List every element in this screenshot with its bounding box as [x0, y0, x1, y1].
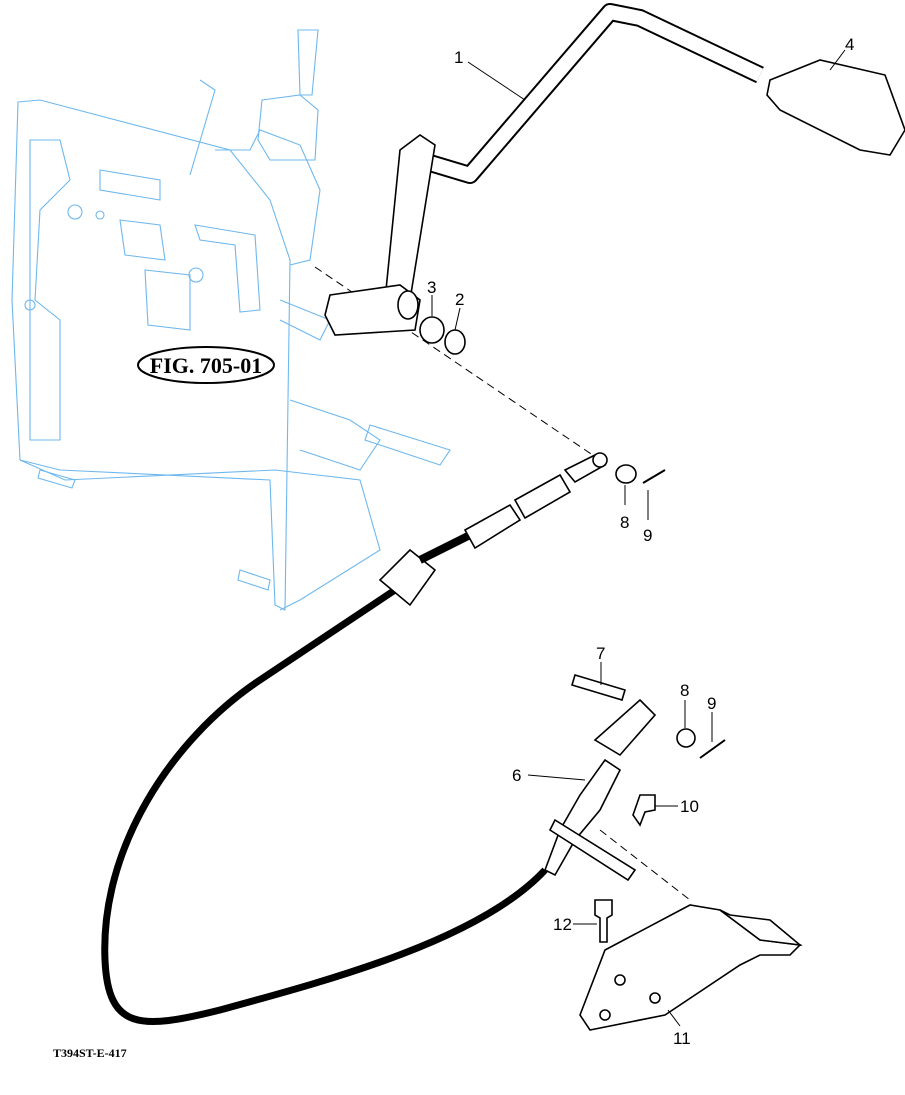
- pedal-frame-assembly: [11, 29, 451, 611]
- cotter-pin-part-9: [642, 469, 666, 484]
- clip-part-2: [444, 329, 466, 355]
- figure-reference-link[interactable]: FIG. 705-01: [137, 346, 275, 384]
- washer-part-3: [419, 316, 445, 344]
- callout-9: 9: [643, 526, 652, 545]
- callout-4: 4: [845, 35, 854, 54]
- callout-3: 3: [427, 278, 436, 297]
- callout-2: 2: [455, 290, 464, 309]
- washer-part-8: [615, 464, 637, 484]
- callout-6: 6: [512, 766, 521, 785]
- callout-9b: 9: [707, 694, 716, 713]
- washer-part-8b: [676, 728, 696, 748]
- cable-part-6: [101, 452, 657, 1025]
- figure-reference-label[interactable]: FIG. 705-01: [150, 353, 262, 378]
- bolt-part-10: [632, 794, 656, 827]
- lever-part-1: [324, 3, 764, 336]
- callout-8b: 8: [680, 681, 689, 700]
- callout-1: 1: [454, 48, 463, 67]
- callout-12: 12: [553, 915, 572, 934]
- leader-lines: [431, 49, 846, 1027]
- bolt-part-12: [594, 899, 613, 943]
- callout-7: 7: [596, 644, 605, 663]
- callout-11: 11: [673, 1029, 691, 1048]
- drawing-code: T394ST-E-417: [53, 1046, 127, 1060]
- alignment-line: [599, 829, 691, 901]
- cotter-pin-part-9b: [699, 739, 726, 759]
- knob-part-4: [766, 59, 905, 156]
- pin-part-7: [571, 674, 626, 701]
- callout-8: 8: [620, 513, 629, 532]
- callout-10: 10: [680, 797, 699, 816]
- bracket-part-11: [579, 904, 802, 1031]
